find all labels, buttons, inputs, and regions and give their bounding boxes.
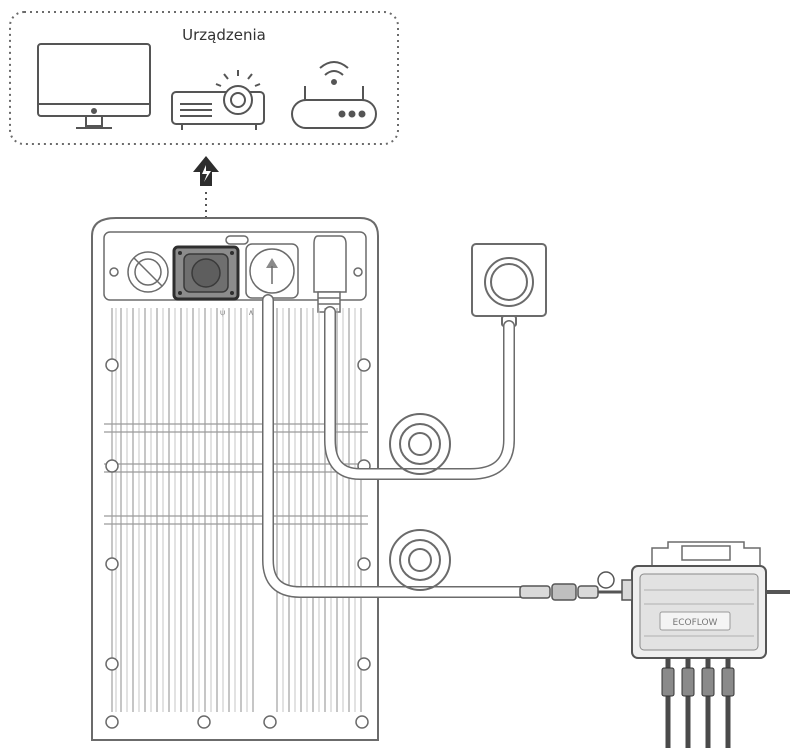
wifi-router-icon bbox=[292, 62, 376, 128]
ac-output-socket bbox=[174, 247, 238, 299]
monitor-icon bbox=[38, 44, 150, 128]
inverter-label: ECOFLOW bbox=[673, 618, 718, 628]
devices-title: Urządzenia bbox=[182, 26, 266, 44]
power-arrow-icon bbox=[193, 156, 219, 186]
micro-inverter: ECOFLOW bbox=[622, 542, 790, 748]
wall-socket bbox=[472, 244, 546, 326]
mc4-connector bbox=[520, 572, 632, 600]
devices-box: Urządzenia bbox=[10, 12, 398, 144]
projector-icon bbox=[172, 70, 264, 130]
power-station: ψ ∧ bbox=[92, 218, 378, 740]
